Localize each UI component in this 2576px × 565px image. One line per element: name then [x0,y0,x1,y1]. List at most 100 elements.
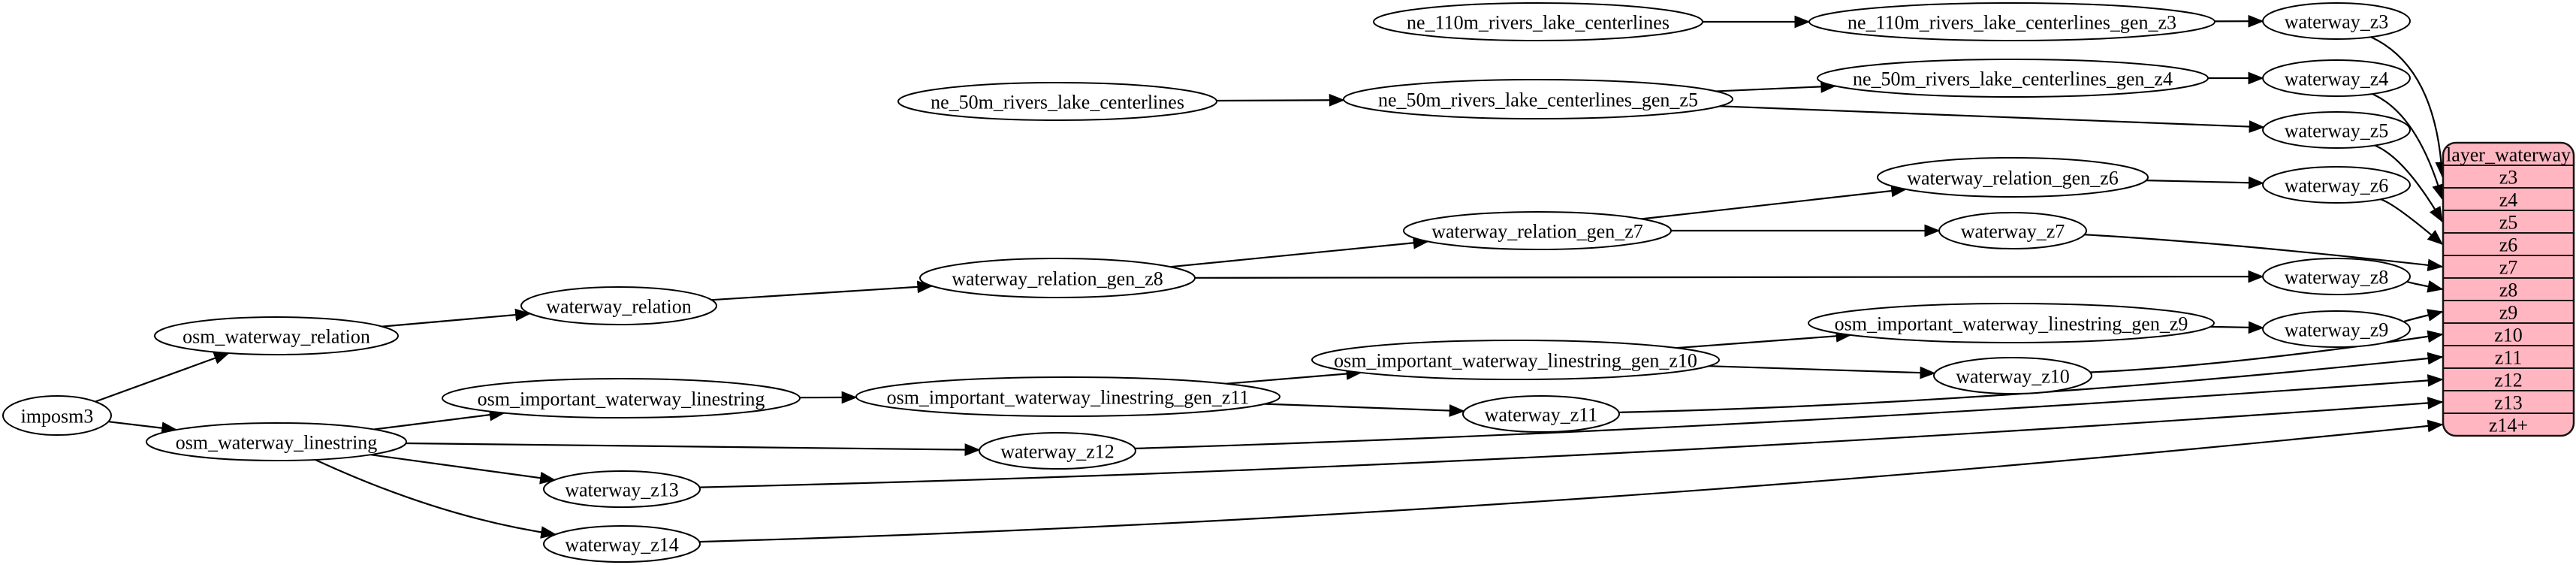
node-ellipse [2,395,112,436]
node-ellipse [1373,2,1703,41]
table-row-z3: z3 [2499,167,2518,189]
node-ellipse [543,470,701,508]
node-ne_110m_rivers_lake_centerlines_gen_z3: ne_110m_rivers_lake_centerlines_gen_z3 [1808,2,2216,41]
edge-imposm3-to-osm_waterway_linestring [108,421,178,435]
edge-waterway_relation_gen_z6-to-waterway_z6 [2146,176,2264,189]
edge-ne_50m_rivers_lake_centerlines-to-ne_50m_rivers_lake_centerlines_gen_z5 [1216,93,1345,107]
node-label: waterway_z6 [2285,175,2389,197]
node-osm_important_waterway_linestring_gen_z11: osm_important_waterway_linestring_gen_z1… [855,376,1280,417]
table-row-z12: z12 [2494,370,2523,391]
edge-osm_important_waterway_linestring_gen_z9-to-waterway_z9 [2210,321,2264,334]
node-imposm3: imposm3 [2,395,112,436]
node-osm_important_waterway_linestring: osm_important_waterway_linestring [442,378,801,418]
edge-osm_important_waterway_linestring_gen_z11-to-osm_important_waterway_linestring_gen_z10 [1226,367,1362,385]
node-label: waterway_z13 [565,479,679,501]
nodes: imposm3osm_waterway_relationosm_waterway… [2,2,2411,563]
node-osm_waterway_linestring: osm_waterway_linestring [146,422,407,461]
node-label: waterway_relation_gen_z8 [952,268,1163,290]
node-label: osm_waterway_linestring [176,432,378,454]
node-ellipse [543,525,701,563]
node-waterway_z13: waterway_z13 [543,470,701,508]
node-ellipse [1462,395,1620,433]
node-label: waterway_relation_gen_z6 [1907,168,2119,189]
node-label: waterway_z9 [2285,319,2389,341]
table-row-z4: z4 [2499,189,2518,211]
node-waterway_z12: waterway_z12 [979,432,1136,470]
edge-waterway_z8-to-layer_waterway-z8 [2403,279,2444,293]
node-waterway_relation_gen_z6: waterway_relation_gen_z6 [1877,157,2149,198]
node-waterway_relation: waterway_relation [520,286,717,325]
node-waterway_z6: waterway_z6 [2262,166,2411,204]
node-ellipse [2262,59,2411,97]
table-row-z5: z5 [2499,212,2518,234]
edge-waterway_z9-to-layer_waterway-z9 [2400,309,2444,324]
node-label: waterway_z3 [2285,11,2389,33]
node-label: waterway_z11 [1485,404,1598,426]
edge-osm_waterway_relation-to-waterway_relation [382,308,532,328]
node-ellipse [1311,340,1720,380]
node-ellipse [1343,79,1733,119]
node-ellipse [979,432,1136,470]
table-row-z6: z6 [2499,234,2518,256]
node-label: ne_50m_rivers_lake_centerlines_gen_z5 [1378,89,1698,111]
edge-waterway_z3-to-layer_waterway-z3 [2370,36,2448,178]
edge-osm_important_waterway_linestring_gen_z10-to-osm_important_waterway_linestring_gen_z9 [1676,329,1852,349]
node-ellipse [2262,166,2411,204]
edge-osm_waterway_linestring-to-waterway_z13 [370,454,557,485]
edge-waterway_z4-to-layer_waterway-z4 [2372,92,2445,201]
node-label: waterway_z12 [1000,441,1115,463]
node-ellipse [1933,357,2092,394]
node-ellipse [2262,258,2411,295]
node-waterway_z7: waterway_z7 [1938,212,2087,249]
table-outline [2442,141,2575,437]
node-waterway_z14: waterway_z14 [543,525,701,563]
node-ellipse [1808,2,2216,41]
edge-waterway_relation_gen_z8-to-waterway_relation_gen_z7 [1170,236,1429,268]
edge-osm_waterway_linestring-to-waterway_z14 [315,458,557,539]
edges [95,14,2448,543]
node-label: waterway_z14 [565,534,679,556]
node-waterway_z3: waterway_z3 [2262,2,2411,40]
node-label: imposm3 [21,406,94,428]
node-waterway_z9: waterway_z9 [2262,310,2411,348]
node-label: waterway_z8 [2285,267,2389,289]
edge-waterway_z6-to-layer_waterway-z6 [2380,198,2444,245]
node-ellipse [2262,111,2411,149]
node-ellipse [855,376,1280,417]
table-layer_waterway: layer_waterwayz3z4z5z6z7z8z9z10z11z12z13… [2442,141,2575,437]
edge-osm_important_waterway_linestring_gen_z11-to-waterway_z11 [1265,403,1465,417]
node-ellipse [2262,310,2411,348]
edge-waterway_relation_gen_z7-to-waterway_relation_gen_z6 [1641,184,1908,220]
edge-waterway_z5-to-layer_waterway-z5 [2374,144,2443,223]
edge-waterway_relation_gen_z8-to-waterway_z8 [1194,270,2264,283]
edge-osm_waterway_linestring-to-waterway_z12 [406,442,981,456]
edge-ne_50m_rivers_lake_centerlines_gen_z5-to-waterway_z5 [1719,105,2265,133]
node-label: osm_important_waterway_linestring_gen_z1… [1334,350,1697,372]
node-ellipse [146,422,407,461]
node-label: ne_50m_rivers_lake_centerlines_gen_z4 [1853,68,2173,90]
edge-imposm3-to-osm_waterway_relation [95,352,230,403]
node-ellipse [442,378,801,418]
node-osm_important_waterway_linestring_gen_z10: osm_important_waterway_linestring_gen_z1… [1311,340,1720,380]
edge-osm_waterway_linestring-to-osm_important_waterway_linestring [374,408,505,431]
table-row-z8: z8 [2499,279,2518,301]
node-label: waterway_z10 [1956,366,2070,388]
node-label: waterway_relation_gen_z7 [1431,221,1643,243]
node-osm_important_waterway_linestring_gen_z9: osm_important_waterway_linestring_gen_z9 [1808,303,2215,343]
node-label: ne_110m_rivers_lake_centerlines [1407,12,1670,34]
node-ellipse [1877,157,2149,198]
node-waterway_relation_gen_z8: waterway_relation_gen_z8 [919,258,1196,298]
node-waterway_z10: waterway_z10 [1933,357,2092,394]
node-label: waterway_z4 [2285,68,2389,90]
node-waterway_relation_gen_z7: waterway_relation_gen_z7 [1403,211,1672,250]
node-ellipse [1938,212,2087,249]
node-label: osm_important_waterway_linestring_gen_z9 [1835,313,2188,335]
node-ellipse [2262,2,2411,40]
node-label: waterway_relation [546,296,691,318]
table-row-z9: z9 [2499,302,2518,324]
edge-waterway_z14-to-layer_waterway-z14+ [699,419,2444,543]
edge-waterway_z12-to-layer_waterway-z12 [1135,374,2444,449]
node-ne_50m_rivers_lake_centerlines_gen_z4: ne_50m_rivers_lake_centerlines_gen_z4 [1817,59,2209,98]
